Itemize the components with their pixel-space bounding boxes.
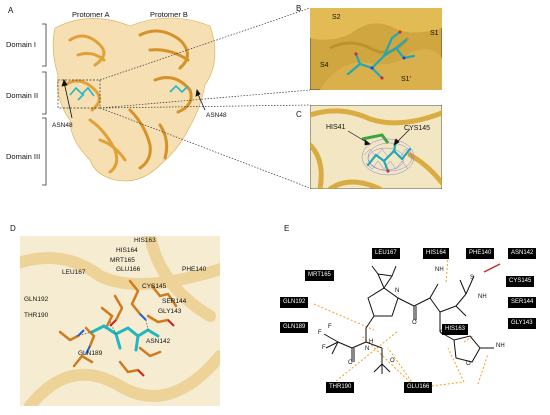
- e-atom-h: H: [369, 339, 374, 345]
- e-tag-glu166: GLU166: [404, 382, 433, 393]
- d-res-mrt165: MRT165: [110, 257, 135, 264]
- domain-1-label: Domain I: [6, 40, 37, 49]
- e-atom-nh-1: NH: [435, 267, 444, 273]
- e-tag-his164: HIS164: [423, 248, 450, 259]
- domain-3-label: Domain III: [6, 152, 41, 161]
- panel-c-letter: C: [296, 110, 302, 119]
- e-tag-his163: HIS163: [442, 324, 469, 335]
- d-res-thr190: THR190: [24, 312, 49, 319]
- asn48-left-label: ASN48: [52, 122, 73, 129]
- e-atom-n-2: N: [365, 346, 370, 352]
- e-tag-leu167: LEU167: [372, 248, 400, 259]
- panel-e-letter: E: [284, 224, 290, 233]
- d-res-cys145: CYS145: [142, 283, 167, 290]
- e-tag-gln189: GLN189: [280, 322, 309, 333]
- e-atom-o-2: O: [390, 358, 395, 364]
- e-atom-n-1: N: [395, 288, 400, 294]
- e-tag-thr190: THR190: [326, 382, 355, 393]
- his41-label: HIS41: [326, 124, 346, 131]
- protomer-b-label: Protomer B: [150, 10, 188, 19]
- e-tag-asn142: ASN142: [508, 248, 537, 259]
- d-res-gln189: GLN189: [78, 350, 103, 357]
- subsite-s4: S4: [320, 62, 329, 69]
- subsite-s2: S2: [332, 14, 341, 21]
- e-tag-mrt165: MRT165: [305, 270, 334, 281]
- panel-a-letter: A: [8, 6, 14, 15]
- d-res-leu167: LEU167: [62, 269, 86, 276]
- e-atom-nh-3: NH: [496, 343, 505, 349]
- d-res-glu166: GLU166: [116, 266, 141, 273]
- panel-b-letter: B: [296, 4, 302, 13]
- e-tag-ser144: SER144: [508, 297, 537, 308]
- e-atom-f-1: F: [318, 330, 322, 336]
- e-atom-f-3: F: [322, 345, 326, 351]
- panel-b-surface-view: [310, 8, 442, 90]
- e-atom-nh-2: NH: [478, 294, 487, 300]
- e-tag-gln192: GLN192: [280, 297, 309, 308]
- e-atom-o-5: O: [466, 361, 471, 367]
- domain-2-label: Domain II: [6, 91, 39, 100]
- protomer-a-label: Protomer A: [72, 10, 110, 19]
- e-atom-f-2: F: [328, 324, 332, 330]
- d-res-his164: HIS164: [116, 247, 138, 254]
- subsite-s1-prime: S1': [401, 76, 411, 83]
- e-tag-cys145: CYS145: [506, 276, 535, 287]
- e-atom-o-3: O: [412, 320, 417, 326]
- d-res-phe140: PHE140: [182, 266, 207, 273]
- e-tag-gly143: GLY143: [508, 318, 536, 329]
- panel-d-binding-site: [20, 236, 220, 406]
- e-atom-o-1: O: [348, 360, 353, 366]
- subsite-s1: S1: [430, 30, 439, 37]
- panel-c-density-view: [310, 105, 442, 189]
- cys145-label: CYS145: [404, 125, 431, 132]
- e-tag-phe140: PHE140: [466, 248, 495, 259]
- d-res-ser144: SER144: [162, 298, 187, 305]
- asn48-right-label: ASN48: [206, 112, 227, 119]
- d-res-gly143: GLY143: [158, 308, 182, 315]
- d-res-asn142: ASN142: [146, 338, 171, 345]
- d-res-his163: HIS163: [134, 237, 156, 244]
- protein-surface: [52, 17, 216, 182]
- e-atom-s: S: [470, 275, 475, 281]
- d-res-gln192: GLN192: [24, 296, 49, 303]
- panel-d-letter: D: [10, 224, 16, 233]
